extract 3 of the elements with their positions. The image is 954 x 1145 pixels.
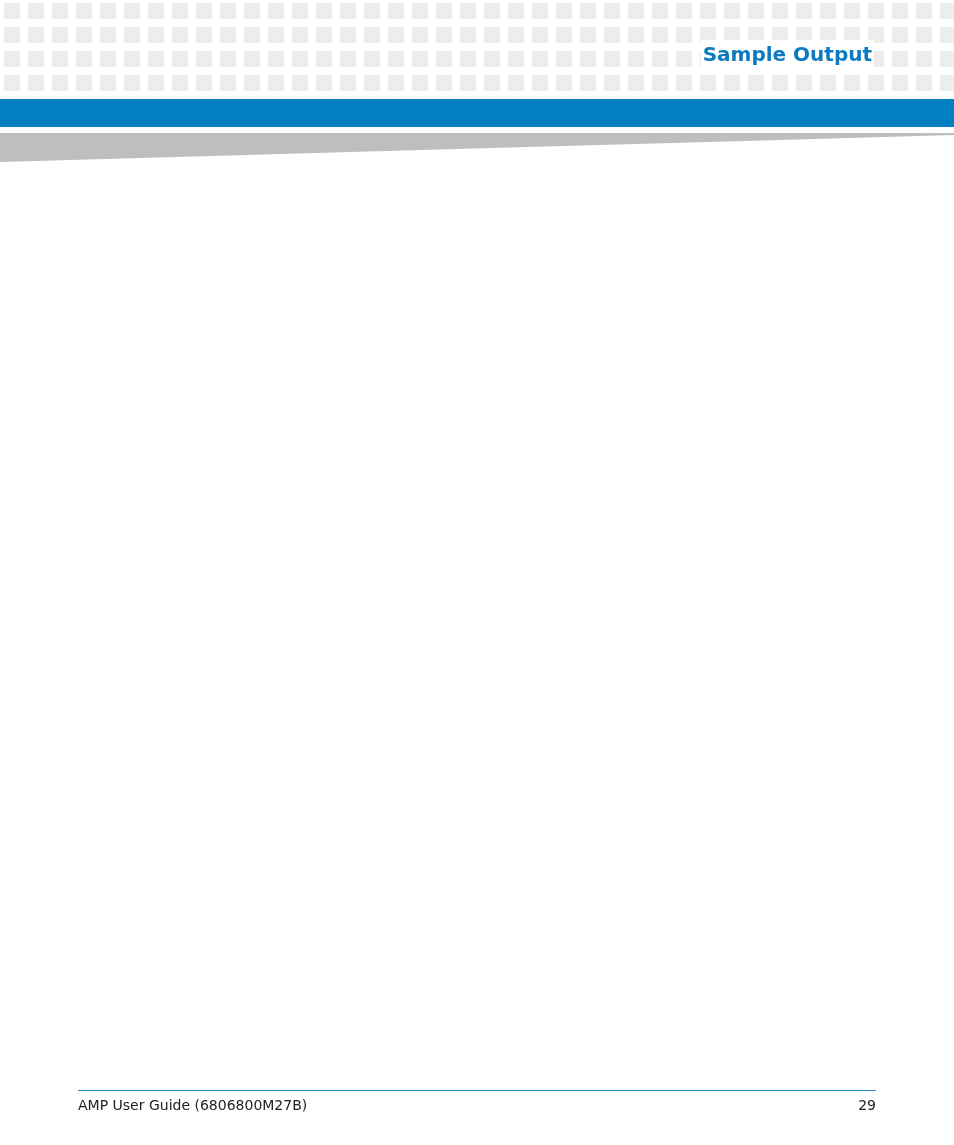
page-title: Sample Output <box>700 40 874 68</box>
page-number: 29 <box>858 1097 876 1113</box>
footer-text: AMP User Guide (6806800M27B) <box>78 1097 308 1113</box>
